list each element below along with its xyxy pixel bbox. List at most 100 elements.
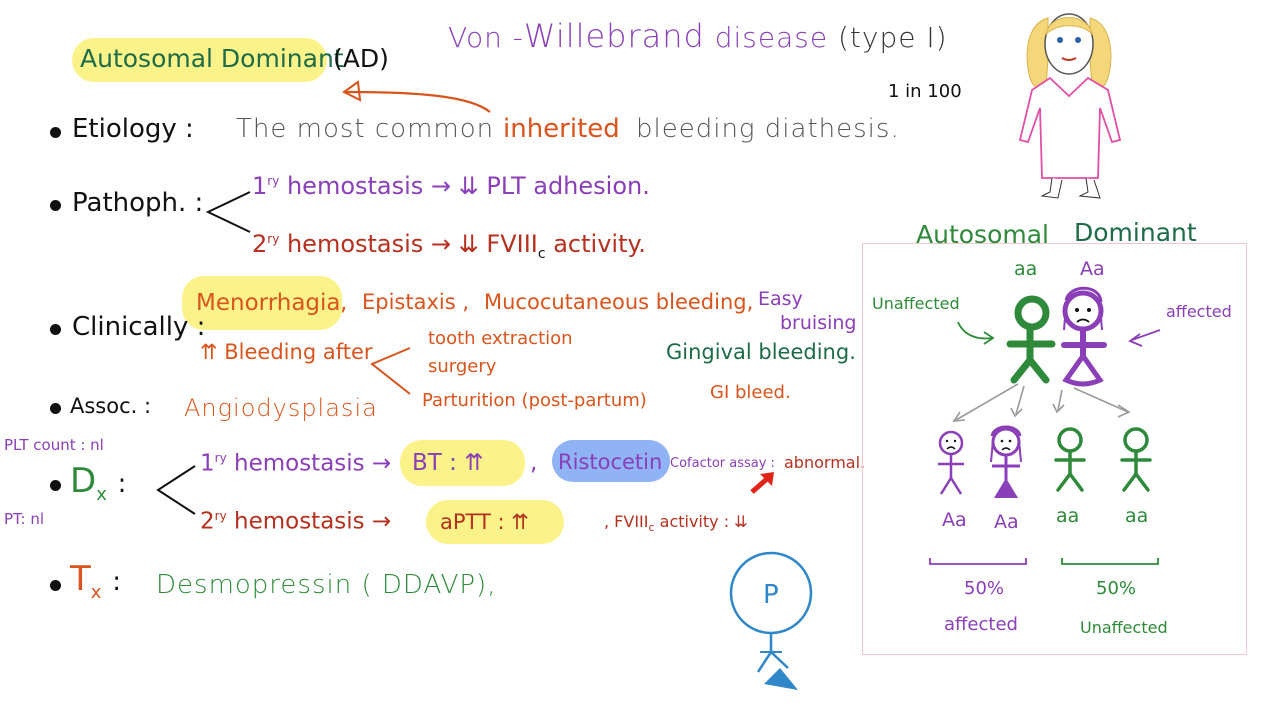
clinically-gi: GI bleed.	[710, 382, 791, 403]
etiology-label: Etiology :	[72, 114, 194, 144]
inherited-arrow	[345, 90, 491, 113]
dx-pt: PT: nl	[4, 510, 45, 528]
affected-label: affected	[1166, 302, 1232, 321]
pedigree-title1: Autosomal	[916, 220, 1049, 249]
dx-comma: ,	[530, 450, 538, 476]
bullet-pathoph	[50, 200, 61, 211]
etiology-text1: The most common	[236, 114, 495, 144]
clinically-comma: ,	[340, 290, 348, 316]
abnormal-arrow	[750, 476, 770, 494]
child-4-figure-icon	[1120, 427, 1152, 492]
dx-fviii-text: , FVIII	[604, 512, 649, 531]
offspring-arrows	[952, 383, 1131, 422]
dx-line2-prefix: 2	[200, 508, 215, 535]
pathoph-line2-text2: activity.	[553, 230, 646, 258]
highlight-autosomal	[72, 38, 327, 82]
right-group-bracket	[1061, 558, 1159, 565]
inheritance-abbr: (AD)	[333, 44, 389, 73]
pedigree-title2: Dominant	[1074, 218, 1197, 247]
dx-fviii: , FVIIIc activity : ⇊	[604, 512, 748, 535]
dx-line1-sup: ry	[214, 451, 227, 465]
dx-colon: :	[117, 469, 127, 499]
pathoph-line1: 1ry hemostasis → ⇊ PLT adhesion.	[252, 174, 650, 198]
page-title: Von -Willebrand disease (type I)	[448, 20, 948, 52]
highlight-menorrhagia	[182, 276, 342, 330]
platelet-letter: P	[763, 580, 779, 610]
pathoph-line2-prefix: 2	[252, 230, 268, 258]
clinically-tooth: tooth extraction	[428, 328, 573, 349]
dx-line1-prefix: 1	[200, 450, 215, 477]
right-label: Unaffected	[1080, 618, 1168, 637]
clinically-mucocutaneous: Mucocutaneous bleeding,	[484, 290, 754, 314]
dx-fviii-rest: activity : ⇊	[659, 512, 748, 531]
bullet-etiology	[50, 127, 61, 138]
dx-abnormal: abnormal.	[784, 453, 866, 472]
assoc-label: Assoc. :	[70, 394, 152, 418]
highlight-ristocetin	[552, 440, 670, 482]
pathoph-bracket	[205, 191, 251, 233]
left-pct: 50%	[964, 578, 1005, 599]
pathoph-line2: 2ry hemostasis → ⇊ FVIIIc activity.	[252, 232, 646, 261]
child-genotype-1: Aa	[942, 509, 967, 531]
dx-label-sub: x	[96, 483, 107, 505]
dx-plt-count: PLT count : nl	[4, 436, 104, 454]
dx-ristocetin: Ristocetin	[558, 450, 663, 474]
child-1-figure-icon	[938, 430, 964, 495]
dx-line2-text: hemostasis →	[234, 508, 392, 535]
left-label: affected	[944, 614, 1018, 635]
dx-label-main: D	[70, 461, 97, 501]
pathoph-label: Pathoph. :	[72, 188, 204, 218]
clinically-bleeding-after: ⇈ Bleeding after	[200, 340, 373, 364]
affected-pointer-head	[1128, 333, 1143, 347]
bullet-assoc	[50, 403, 61, 414]
clinically-epistaxis: Epistaxis ,	[362, 290, 470, 314]
dx-line1-text: hemostasis →	[234, 450, 392, 477]
tx-value: Desmopressin ( DDAVP),	[156, 570, 497, 600]
bullet-clinically	[50, 324, 61, 335]
assoc-value: Angiodysplasia	[184, 394, 378, 422]
highlight-bt	[400, 440, 525, 486]
inherited-arrowhead	[342, 80, 362, 102]
bullet-dx	[50, 480, 61, 491]
prevalence: 1 in 100	[888, 81, 962, 102]
bleeding-bracket	[370, 347, 411, 395]
dx-label: Dx :	[70, 464, 126, 504]
child-genotype-3: aa	[1056, 505, 1080, 527]
etiology-text3: bleeding diathesis.	[636, 114, 900, 144]
child-genotype-2: Aa	[994, 511, 1019, 533]
child-genotype-4: aa	[1125, 505, 1149, 527]
clinically-menorrhagia: Menorrhagia	[196, 290, 341, 316]
child-3-figure-icon	[1054, 427, 1086, 492]
dx-line2-sup: ry	[214, 509, 227, 523]
pathoph-line2-sup: ry	[267, 232, 280, 246]
father-genotype: aa	[1014, 258, 1038, 280]
clinically-gingival: Gingival bleeding.	[666, 340, 856, 364]
clinically-label: Clinically :	[72, 312, 206, 342]
affected-pointer	[1131, 329, 1161, 341]
woman-figure-icon	[1018, 13, 1122, 199]
clinically-bruising: bruising	[780, 312, 857, 334]
title-part4: (type I)	[838, 21, 948, 54]
pathoph-line1-prefix: 1	[252, 172, 268, 200]
child-2-figure-icon	[990, 425, 1022, 498]
unaffected-label: Unaffected	[872, 294, 960, 313]
pathoph-line2-text: hemostasis → ⇊ FVIII	[286, 230, 538, 258]
dx-line1: 1ry hemostasis →	[200, 452, 391, 476]
mother-genotype: Aa	[1080, 258, 1105, 280]
unaffected-pointer-head	[983, 331, 995, 345]
dx-fviii-sub: c	[648, 521, 655, 535]
highlight-aptt	[426, 500, 564, 544]
title-part2: Willebrand	[523, 17, 705, 55]
tx-label-sub: x	[90, 581, 102, 603]
dx-line2: 2ry hemostasis →	[200, 510, 391, 534]
abnormal-arrowhead	[760, 472, 774, 486]
dx-cofactor: Cofactor assay :	[670, 456, 775, 471]
bullet-tx	[50, 580, 61, 591]
title-part3: disease	[714, 21, 829, 54]
inheritance-label: Autosomal Dominant	[80, 44, 344, 73]
clinically-parturition: Parturition (post-partum)	[422, 390, 647, 411]
father-figure-icon	[1006, 295, 1056, 384]
tx-colon: :	[112, 567, 122, 597]
clinically-surgery: surgery	[428, 356, 497, 377]
